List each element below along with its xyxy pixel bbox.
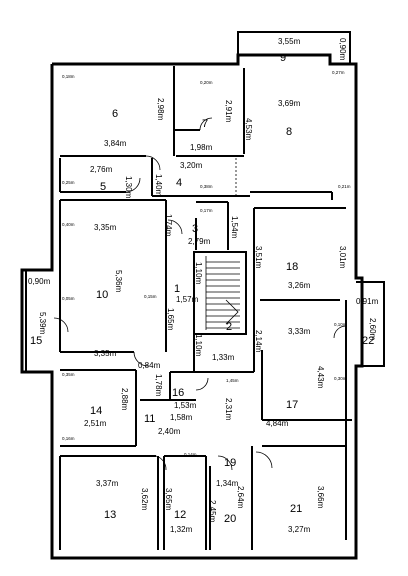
- wall-mark: 0,27m: [332, 70, 345, 75]
- room-number: 21: [290, 503, 302, 515]
- dimension-label: 3,27m: [288, 525, 311, 534]
- room-number: 10: [96, 289, 108, 301]
- wall-mark: 0,10m: [334, 322, 347, 327]
- dimension-label: 3,35m: [94, 349, 117, 358]
- room-number: 12: [174, 509, 186, 521]
- dimension-label: 1,54m: [230, 216, 239, 239]
- dimension-label: 3,55m: [278, 37, 301, 46]
- wall-mark: 0,18m: [62, 74, 75, 79]
- wall-marks: 0,18m 0,25m 0,20m 0,27m 0,38m 0,21m 0,17…: [62, 70, 351, 457]
- room-number: 6: [112, 108, 118, 120]
- dimension-label: 1,33m: [212, 353, 235, 362]
- dimension-label: 5,39m: [38, 312, 47, 335]
- room-number: 5: [100, 181, 106, 193]
- dimension-label: 2,14m: [254, 330, 263, 353]
- room-number: 20: [224, 513, 236, 525]
- dimension-label: 2,51m: [84, 419, 107, 428]
- doors: [53, 117, 347, 471]
- room-number: 19: [224, 457, 236, 469]
- dimension-label: 1,65m: [166, 308, 175, 331]
- room-number: 18: [286, 261, 298, 273]
- dimension-label: 2,45m: [208, 500, 217, 523]
- balcony-9-wall: [237, 31, 351, 64]
- dimension-label: 3,51m: [254, 246, 263, 269]
- dimension-label: 3,65m: [164, 488, 173, 511]
- dimension-label: 0,90m: [28, 277, 51, 286]
- room-number: 11: [144, 413, 155, 425]
- room-number: 1: [174, 283, 180, 295]
- dimension-label: 2,79m: [188, 237, 211, 246]
- walls: [20, 31, 385, 560]
- dimension-label: 0,84m: [138, 361, 161, 370]
- dimension-label: 1,10m: [194, 334, 203, 357]
- room-number: 2: [226, 321, 232, 333]
- dimension-label: 1,32m: [170, 525, 193, 534]
- dimension-label: 3,84m: [104, 139, 127, 148]
- dimension-label: 3,26m: [288, 281, 311, 290]
- dimension-label: 3,20m: [180, 161, 203, 170]
- dimension-label: 2,60m: [368, 318, 377, 341]
- wall-mark: 0,38m: [200, 184, 213, 189]
- dimension-label: 1,98m: [190, 143, 213, 152]
- staircase: [205, 256, 240, 330]
- dimension-label: 3,35m: [94, 223, 117, 232]
- room-number: 3: [192, 223, 198, 235]
- room-number: 17: [286, 399, 298, 411]
- dimension-label: 3,62m: [140, 488, 149, 511]
- dimension-label: 4,84m: [266, 419, 289, 428]
- dimension-label: 1,53m: [174, 401, 197, 410]
- dimension-label: 1,40m: [154, 174, 163, 197]
- dimension-labels: 3,55m 0,90m 3,69m 4,53m 2,91m 2,98m 3,84…: [28, 37, 379, 534]
- balcony-15-wall: [25, 269, 52, 372]
- dimension-label: 2,88m: [120, 388, 129, 411]
- wall-mark: 0,21m: [338, 184, 351, 189]
- room-number: 7: [202, 118, 208, 130]
- dimension-label: 2,91m: [224, 100, 233, 123]
- dimension-label: 1,58m: [170, 413, 193, 422]
- dimension-label: 1,74m: [164, 214, 173, 237]
- dimension-label: 2,76m: [90, 165, 113, 174]
- dimension-label: 2,31m: [224, 398, 233, 421]
- dimension-label: 1,57m: [176, 295, 199, 304]
- dimension-label: 3,37m: [96, 479, 119, 488]
- dimension-label: 2,98m: [156, 98, 165, 121]
- room-number: 15: [30, 335, 42, 347]
- room-number: 22: [362, 335, 374, 347]
- wall-mark: 0,20m: [200, 80, 213, 85]
- room-number: 14: [90, 405, 102, 417]
- dimension-label: 1,34m: [216, 479, 239, 488]
- dimension-label: 2,40m: [158, 427, 181, 436]
- dimension-label: 0,90m: [338, 38, 347, 61]
- balcony-22-wall: [356, 281, 385, 367]
- dimension-label: 5,36m: [114, 270, 123, 293]
- dimension-label: 4,53m: [244, 118, 253, 141]
- room-number: 9: [280, 52, 286, 64]
- dimension-label: 3,69m: [278, 99, 301, 108]
- wall-mark: 0,14m: [184, 452, 197, 457]
- dimension-label: 3,33m: [288, 327, 311, 336]
- dimension-label: 1,30m: [124, 176, 133, 199]
- dimension-label: 3,01m: [338, 246, 347, 269]
- dimension-label: 1,45m: [226, 378, 239, 383]
- dimension-label: 3,66m: [316, 486, 325, 509]
- wall-mark: 0,05m: [62, 296, 75, 301]
- wall-mark: 0,16m: [62, 436, 75, 441]
- room-numbers: 1 2 3 4 5 6 7 8 9 10 11 12 13 14 15 16 1…: [30, 52, 374, 525]
- room-number: 16: [172, 387, 184, 399]
- wall-mark: 0,30m: [334, 376, 347, 381]
- room-number: 8: [286, 126, 292, 138]
- wall-mark: 0,15m: [144, 294, 157, 299]
- dimension-label: 2,64m: [236, 486, 245, 509]
- dimension-label: 4,43m: [316, 366, 325, 389]
- dimension-label: 0,91m: [356, 297, 379, 306]
- wall-mark: 0,17m: [200, 208, 213, 213]
- dimension-label: 1,78m: [154, 374, 163, 397]
- wall-mark: 0,25m: [62, 180, 75, 185]
- wall-mark: 0,40m: [62, 222, 75, 227]
- wall-mark: 0,35m: [62, 372, 75, 377]
- room-number: 4: [176, 177, 182, 189]
- dimension-label: 1,10m: [194, 262, 203, 285]
- room-number: 13: [104, 509, 116, 521]
